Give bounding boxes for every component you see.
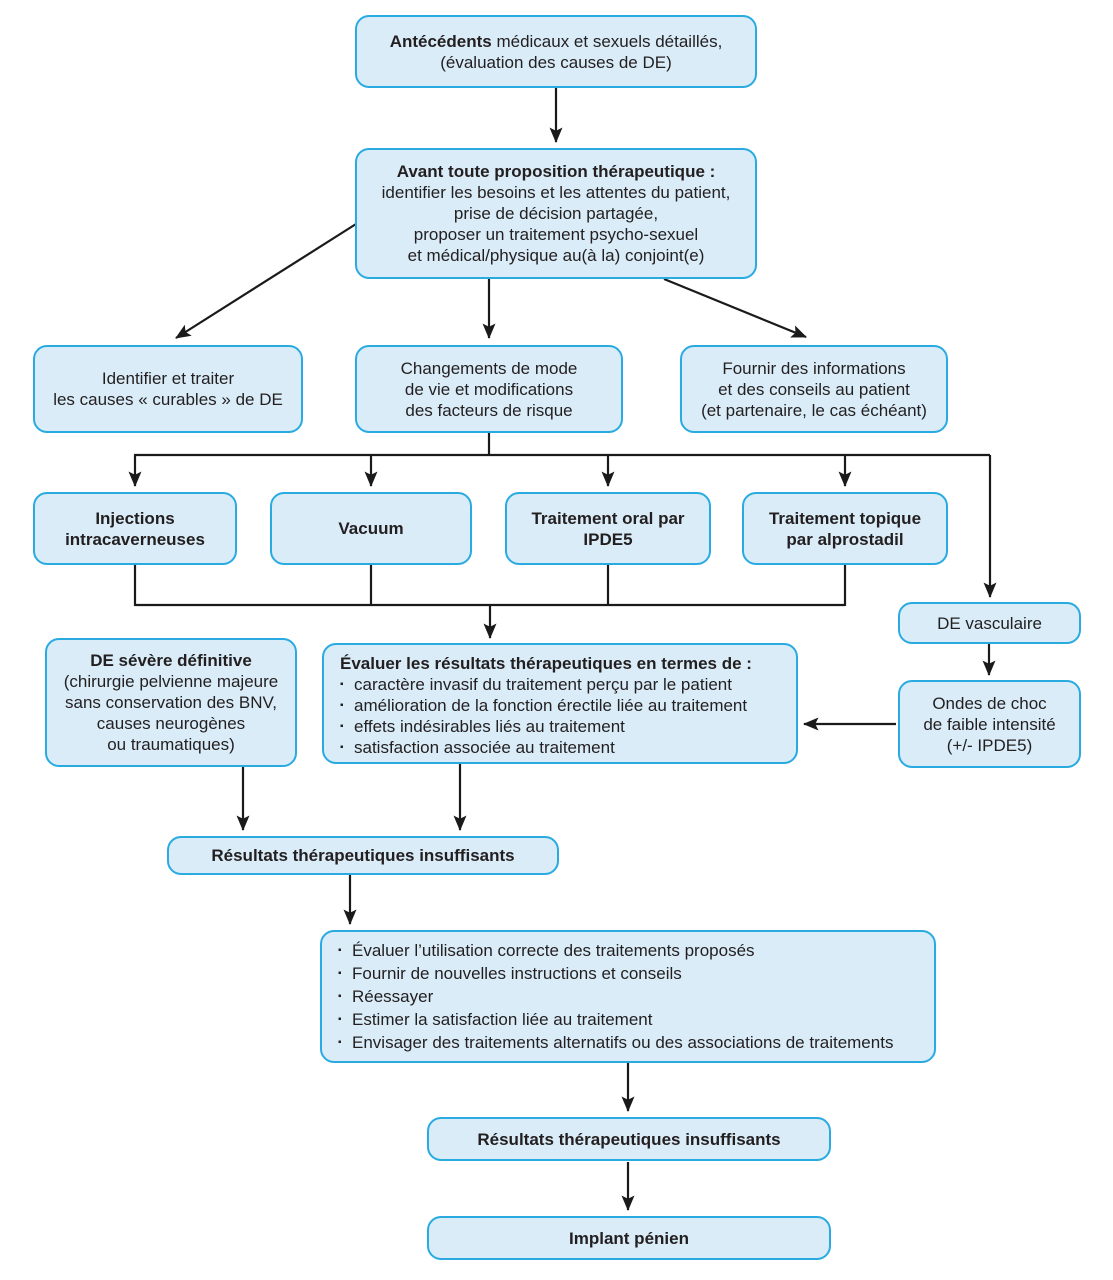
box-antecedents-text: Antécédents médicaux et sexuels détaillé…	[390, 31, 723, 73]
identifier-text: Identifier et traiter les causes « curab…	[53, 369, 283, 409]
severe-body: (chirurgie pelvienne majeure sans conser…	[63, 672, 279, 754]
box-changements-mode-vie: Changements de mode de vie et modificati…	[355, 345, 623, 433]
evaluer-item: caractère invasif du traitement perçu pa…	[340, 674, 732, 695]
box-de-severe-definitive: DE sévère définitive (chirurgie pelvienn…	[45, 638, 297, 767]
box-evaluer-resultats: Évaluer les résultats thérapeutiques en …	[322, 643, 798, 764]
fournir-text: Fournir des informations et des conseils…	[701, 358, 927, 420]
evaluer-item: effets indésirables liés au traitement	[340, 716, 625, 737]
evaluer-item: satisfaction associée au traitement	[340, 737, 615, 758]
box-vacuum: Vacuum	[270, 492, 472, 565]
box-injections-intracaverneuses: Injections intracaverneuses	[33, 492, 237, 565]
severe-title: DE sévère définitive	[90, 651, 252, 670]
evaluer-title: Évaluer les résultats thérapeutiques en …	[340, 654, 752, 673]
topique-text: Traitement topique par alprostadil	[768, 508, 922, 549]
box-resultats-insuffisants-2: Résultats thérapeutiques insuffisants	[427, 1117, 831, 1161]
box-traitement-oral-ipde5: Traitement oral par IPDE5	[505, 492, 711, 565]
box-ondes-de-choc: Ondes de choc de faible intensité (+/- I…	[898, 680, 1081, 768]
action-item: Évaluer l’utilisation correcte des trait…	[338, 939, 755, 962]
avant-body: identifier les besoins et les attentes d…	[381, 183, 731, 265]
resultats2-text: Résultats thérapeutiques insuffisants	[477, 1129, 781, 1149]
action-item: Envisager des traitements alternatifs ou…	[338, 1031, 893, 1054]
box-severe-text: DE sévère définitive (chirurgie pelvienn…	[64, 650, 279, 755]
antecedents-line2: (évaluation des causes de DE)	[440, 52, 672, 72]
antecedents-line1: Antécédents médicaux et sexuels détaillé…	[390, 31, 723, 52]
box-fournir-informations: Fournir des informations et des conseils…	[680, 345, 948, 433]
box-identifier-causes: Identifier et traiter les causes « curab…	[33, 345, 303, 433]
box-actions-reevaluation: Évaluer l’utilisation correcte des trait…	[320, 930, 936, 1063]
action-item: Fournir de nouvelles instructions et con…	[338, 962, 682, 985]
evaluer-item: amélioration de la fonction érectile lié…	[340, 695, 747, 716]
action-item: Réessayer	[338, 985, 433, 1008]
box-avant-proposition: Avant toute proposition thérapeutique : …	[355, 148, 757, 279]
box-traitement-topique-alprostadil: Traitement topique par alprostadil	[742, 492, 948, 565]
ondes-text: Ondes de choc de faible intensité (+/- I…	[923, 693, 1056, 755]
vacuum-text: Vacuum	[338, 519, 404, 538]
box-antecedents: Antécédents médicaux et sexuels détaillé…	[355, 15, 757, 88]
box-avant-text: Avant toute proposition thérapeutique : …	[382, 161, 731, 266]
resultats1-text: Résultats thérapeutiques insuffisants	[211, 846, 515, 865]
action-item: Estimer la satisfaction liée au traiteme…	[338, 1008, 652, 1031]
box-resultats-insuffisants-1: Résultats thérapeutiques insuffisants	[167, 836, 559, 875]
avant-title: Avant toute proposition thérapeutique :	[396, 162, 716, 181]
antecedents-bold: Antécédents	[389, 31, 492, 51]
implant-text: Implant pénien	[569, 1228, 689, 1248]
arrow-avant-to-identifier	[175, 223, 357, 339]
oral-text: Traitement oral par IPDE5	[531, 508, 685, 549]
changements-text: Changements de mode de vie et modificati…	[400, 358, 578, 420]
arrow-avant-to-fournir	[663, 277, 807, 339]
box-implant-penien: Implant pénien	[427, 1216, 831, 1260]
injections-text: Injections intracaverneuses	[65, 508, 205, 549]
antecedents-rest: médicaux et sexuels détaillés,	[491, 31, 723, 51]
box-de-vasculaire: DE vasculaire	[898, 602, 1081, 644]
vasculaire-text: DE vasculaire	[937, 613, 1042, 633]
